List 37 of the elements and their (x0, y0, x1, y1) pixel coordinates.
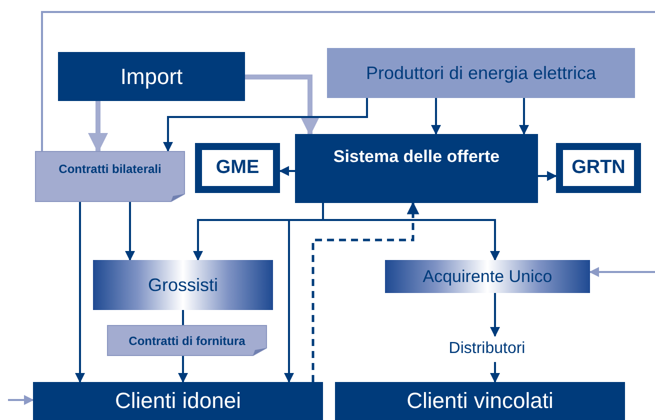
box-label: GME (216, 157, 260, 179)
process-box (295, 134, 538, 203)
arrow (322, 203, 500, 261)
box-label: Contratti bilaterali (58, 162, 162, 176)
process-box (327, 48, 635, 98)
box-label: Contratti di fornitura (128, 334, 246, 348)
outlined-box (556, 143, 641, 193)
arrow (519, 98, 529, 135)
arrow (589, 267, 655, 277)
arrow (8, 395, 34, 405)
node-label: Distributori (448, 340, 526, 358)
process-box (335, 382, 625, 420)
gradient-box (385, 260, 590, 293)
process-box (33, 382, 323, 420)
arrow (178, 356, 188, 383)
arrow (538, 171, 557, 181)
process-box (58, 52, 245, 101)
arrow (245, 74, 320, 136)
outlined-box (195, 143, 280, 193)
box-label: Import (120, 64, 183, 90)
box-label: Clienti idonei (115, 388, 241, 414)
arrow (75, 202, 85, 383)
arrow (163, 98, 368, 152)
box-label: Grossisti (148, 274, 218, 296)
gradient-box (93, 260, 273, 310)
arrow (490, 362, 500, 383)
arrow (431, 98, 441, 135)
box-label: Acquirente Unico (422, 266, 552, 286)
arrow (279, 166, 295, 176)
box-label: GRTN (572, 157, 626, 179)
box-label: Clienti vincolati (406, 388, 554, 414)
arrow (88, 101, 108, 153)
box-label: Produttori di energia elettrica (366, 62, 596, 84)
box-label: Sistema delle offerte (333, 146, 500, 166)
arrow (490, 293, 500, 337)
arrow (125, 202, 135, 261)
arrow (312, 202, 420, 382)
